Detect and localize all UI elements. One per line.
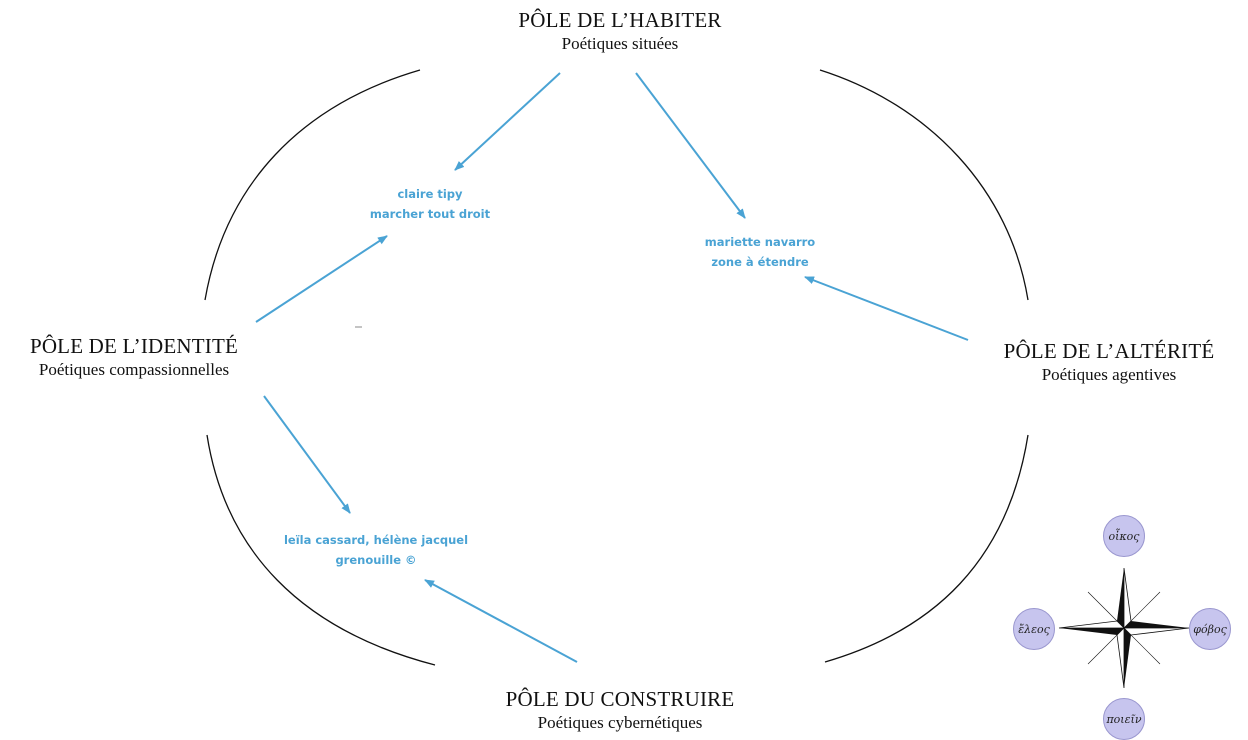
arrow-identite-to-cassard [263, 395, 351, 514]
ellipse-arc-bottom-right [824, 434, 1029, 663]
pole-alterite-subtitle: Poétiques agentives [1041, 365, 1177, 384]
ellipse-arc-top-left [204, 69, 421, 301]
work-tipy: claire tipy marcher tout droit [330, 184, 530, 224]
compass-north-bubble: οἶκος [1103, 515, 1145, 557]
compass-rose [1058, 567, 1190, 689]
pole-identite-title: PÔLE DE L’IDENTITÉ [29, 334, 239, 358]
pole-identite: PÔLE DE L’IDENTITÉ Poétiques compassionn… [0, 334, 268, 380]
pole-habiter: PÔLE DE L’HABITER Poétiques situées [440, 8, 800, 54]
pole-alterite: PÔLE DE L’ALTÉRITÉ Poétiques agentives [978, 339, 1240, 385]
compass-east-label: φόβος [1193, 622, 1227, 636]
pole-habiter-title: PÔLE DE L’HABITER [518, 8, 722, 32]
arrow-habiter-to-navarro [635, 72, 746, 219]
work-navarro-title: zone à étendre [711, 255, 809, 269]
arrow-habiter-to-tipy [454, 72, 561, 171]
work-navarro: mariette navarro zone à étendre [660, 232, 860, 272]
pole-alterite-title: PÔLE DE L’ALTÉRITÉ [1003, 339, 1215, 363]
compass-west-bubble: ἔλεος [1013, 608, 1055, 650]
pole-construire-subtitle: Poétiques cybernétiques [537, 713, 703, 732]
pole-habiter-subtitle: Poétiques situées [561, 34, 679, 53]
arrow-alterite-to-navarro [804, 276, 969, 341]
pole-construire: PÔLE DU CONSTRUIRE Poétiques cybernétiqu… [440, 687, 800, 733]
arrow-construire-to-cassard [424, 579, 578, 663]
compass-east-bubble: φόβος [1189, 608, 1231, 650]
work-navarro-author: mariette navarro [704, 235, 816, 249]
compass-south-bubble: ποιεῖν [1103, 698, 1145, 740]
ellipse-arc-bottom-left [206, 434, 436, 666]
ellipse-arc-top-right [819, 69, 1029, 301]
arrow-identite-to-tipy [255, 235, 388, 323]
pole-identite-subtitle: Poétiques compassionnelles [38, 360, 230, 379]
compass-west-label: ἔλεος [1018, 622, 1050, 636]
work-tipy-title: marcher tout droit [369, 207, 491, 221]
work-cassard-authors: leïla cassard, hélène jacquel [283, 533, 469, 547]
work-tipy-author: claire tipy [397, 187, 463, 201]
compass-north-label: οἶκος [1108, 529, 1140, 543]
compass-south-label: ποιεῖν [1106, 712, 1142, 726]
pole-construire-title: PÔLE DU CONSTRUIRE [505, 687, 735, 711]
work-cassard-title: grenouille © [335, 553, 417, 567]
compass-cardinals [1058, 567, 1190, 689]
work-cassard: leïla cassard, hélène jacquel grenouille… [256, 530, 496, 570]
